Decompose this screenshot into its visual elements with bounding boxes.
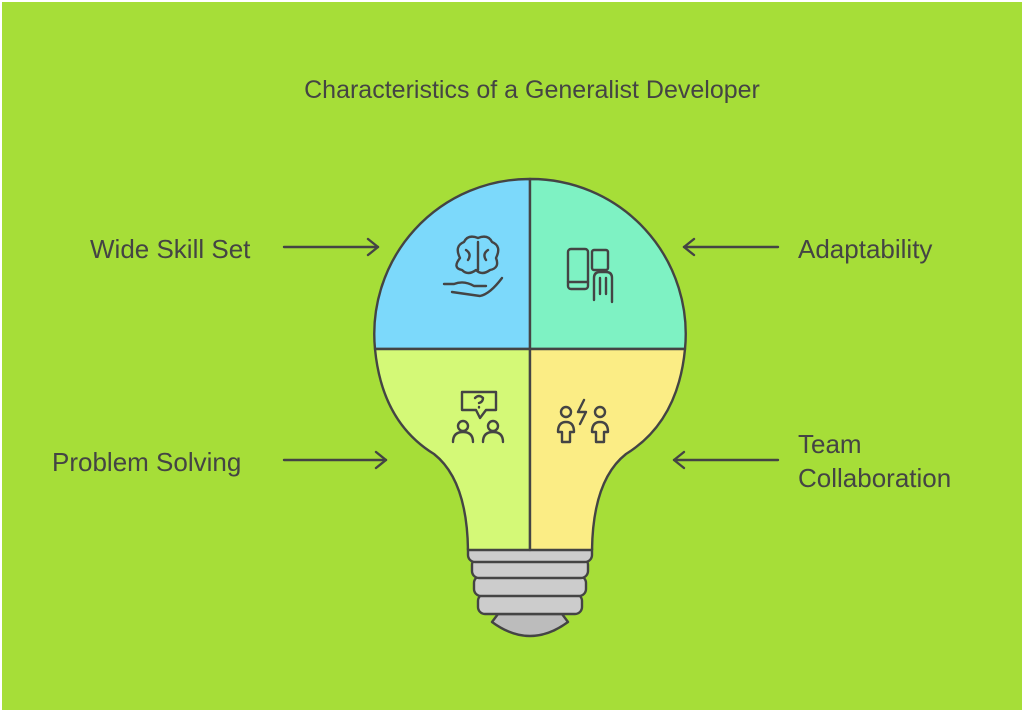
label-problem-solving: Problem Solving xyxy=(52,447,242,477)
diagram-title: Characteristics of a Generalist Develope… xyxy=(304,76,760,104)
arrow-team-collaboration xyxy=(672,450,780,470)
label-team-collaboration: Team Collaboration xyxy=(798,429,952,493)
arrow-wide-skill-set xyxy=(282,237,380,257)
people-lightning-icon xyxy=(556,398,610,444)
arrow-adaptability xyxy=(682,237,780,257)
bulb-base xyxy=(466,540,594,638)
quadrant-problem-solving xyxy=(373,347,532,552)
quadrant-wide-skill-set xyxy=(373,177,532,351)
people-question-icon xyxy=(451,390,505,444)
label-adaptability: Adaptability xyxy=(798,234,933,264)
label-wide-skill-set: Wide Skill Set xyxy=(90,234,251,264)
arrow-problem-solving xyxy=(282,450,388,470)
brain-hand-icon xyxy=(442,235,504,298)
quadrant-team-collaboration xyxy=(528,347,687,552)
devices-hand-icon xyxy=(566,247,614,304)
